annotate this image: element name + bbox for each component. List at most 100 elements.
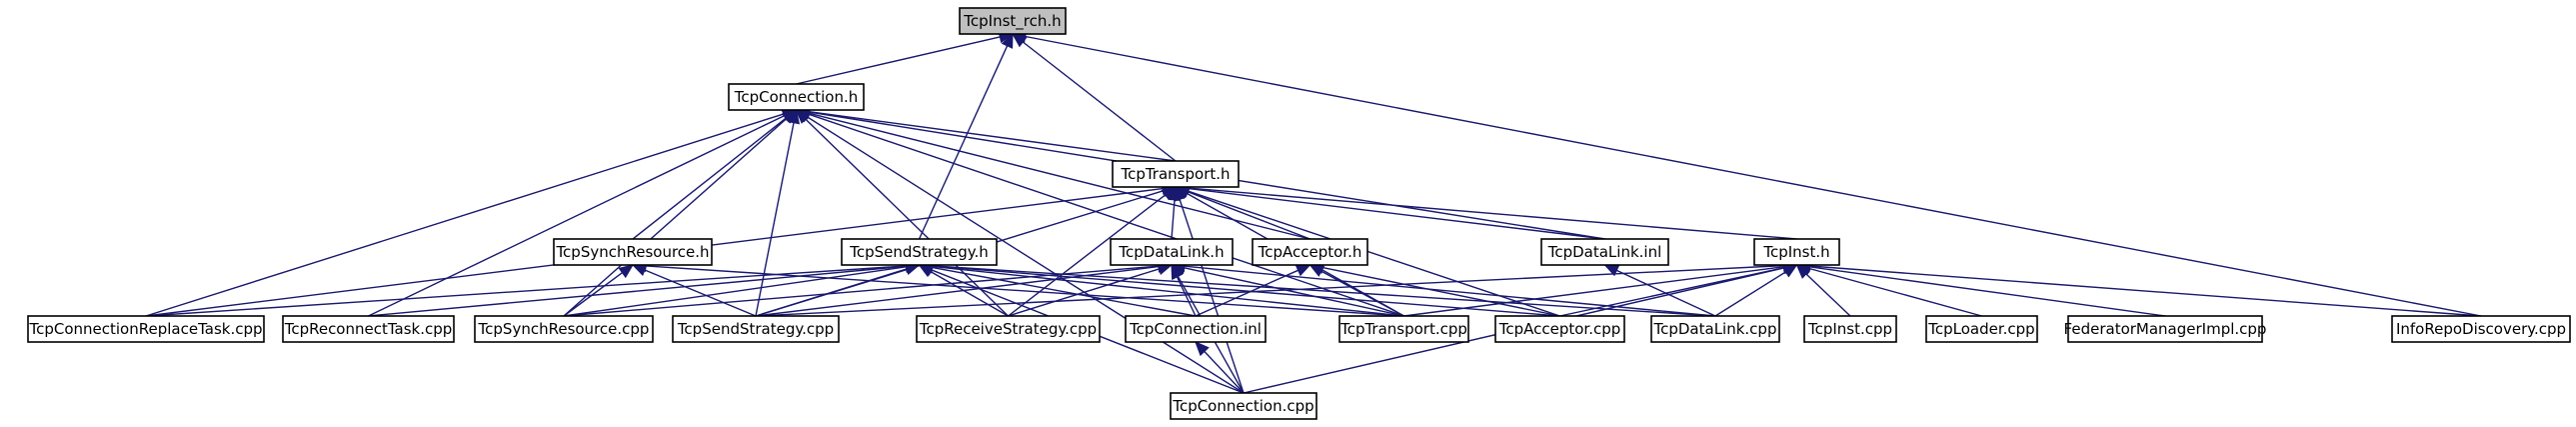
node-inforepodiscovery-cpp[interactable]: InfoRepoDiscovery.cpp bbox=[2391, 315, 2571, 343]
edge-line bbox=[1195, 269, 1298, 317]
dependency-edge bbox=[795, 109, 1245, 394]
node-label: TcpConnection.h bbox=[734, 88, 859, 106]
edge-line bbox=[1188, 187, 1605, 240]
node-tcpconnectionreplacetask-cpp[interactable]: TcpConnectionReplaceTask.cpp bbox=[27, 315, 265, 343]
dependency-edge bbox=[795, 109, 1009, 317]
node-box bbox=[27, 315, 265, 343]
node-box bbox=[1338, 315, 1469, 343]
node-label: TcpSendStrategy.h bbox=[849, 243, 989, 261]
dependency-edge bbox=[563, 109, 798, 317]
edge-line bbox=[1184, 265, 1716, 317]
edge-line bbox=[1808, 267, 1982, 317]
node-tcpacceptor-h[interactable]: TcpAcceptor.h bbox=[1252, 238, 1368, 266]
node-tcpinst-cpp[interactable]: TcpInst.cpp bbox=[1803, 315, 1897, 343]
edge-line bbox=[1008, 268, 1160, 317]
edge-line bbox=[796, 36, 1001, 85]
node-tcptransport-h[interactable]: TcpTransport.h bbox=[1112, 160, 1240, 188]
dependency-edge bbox=[918, 32, 1014, 240]
node-tcpdatalink-h[interactable]: TcpDataLink.h bbox=[1110, 238, 1234, 266]
edge-line bbox=[368, 265, 907, 317]
node-tcpsendstrategy-h[interactable]: TcpSendStrategy.h bbox=[841, 238, 998, 266]
node-box bbox=[1170, 392, 1317, 420]
node-box bbox=[959, 7, 1067, 35]
dependency-edge bbox=[368, 109, 798, 317]
edge-line bbox=[1322, 266, 1560, 317]
node-box bbox=[1252, 238, 1368, 266]
edge-line bbox=[563, 266, 907, 317]
node-box bbox=[1110, 238, 1234, 266]
edge-line bbox=[932, 265, 1560, 317]
node-box bbox=[1112, 160, 1240, 188]
node-federatormanagerimpl-cpp[interactable]: FederatorManagerImpl.cpp bbox=[2064, 315, 2267, 343]
node-box bbox=[841, 238, 998, 266]
node-label: TcpLoader.cpp bbox=[1927, 320, 2034, 338]
edge-line bbox=[755, 268, 908, 317]
node-tcpsynchresource-cpp[interactable]: TcpSynchResource.cpp bbox=[474, 315, 654, 343]
arrow-head bbox=[1294, 264, 1311, 277]
node-tcpsynchresource-h[interactable]: TcpSynchResource.h bbox=[553, 238, 713, 266]
node-tcpdatalink-inl[interactable]: TcpDataLink.inl bbox=[1540, 238, 1669, 266]
edge-line bbox=[918, 45, 1009, 240]
edge-line bbox=[1320, 270, 1404, 317]
node-tcpconnection-cpp[interactable]: TcpConnection.cpp bbox=[1170, 392, 1317, 420]
edge-line bbox=[1809, 265, 2482, 317]
edge-line bbox=[1025, 35, 2482, 317]
node-label: TcpTransport.h bbox=[1120, 165, 1230, 183]
dependency-edge bbox=[1174, 181, 1797, 240]
node-box bbox=[1125, 315, 1267, 343]
edge-line bbox=[1559, 267, 1784, 317]
node-tcptransport-cpp[interactable]: TcpTransport.cpp bbox=[1338, 315, 1469, 343]
node-tcpacceptor-cpp[interactable]: TcpAcceptor.cpp bbox=[1494, 315, 1625, 343]
node-tcpdatalink-cpp[interactable]: TcpDataLink.cpp bbox=[1650, 315, 1780, 343]
dependency-edge bbox=[1195, 341, 1245, 394]
node-tcpreconnecttask-cpp[interactable]: TcpReconnectTask.cpp bbox=[282, 315, 455, 343]
edge-line bbox=[368, 114, 786, 317]
edge-line bbox=[1022, 41, 1177, 162]
nodes-layer: TcpInst_rch.hTcpConnection.hTcpTransport… bbox=[27, 7, 2571, 420]
node-tcpinst-h[interactable]: TcpInst.h bbox=[1753, 238, 1840, 266]
edge-line bbox=[930, 270, 1009, 317]
node-tcpsendstrategy-cpp[interactable]: TcpSendStrategy.cpp bbox=[672, 315, 840, 343]
node-box bbox=[916, 315, 1101, 343]
edge-line bbox=[809, 111, 1177, 162]
dependency-edge bbox=[796, 30, 1015, 85]
node-box bbox=[1925, 315, 2038, 343]
dependency-edge bbox=[795, 105, 1177, 162]
node-label: TcpInst.h bbox=[1762, 243, 1829, 261]
node-tcploader-cpp[interactable]: TcpLoader.cpp bbox=[1925, 315, 2038, 343]
node-label: TcpReceiveStrategy.cpp bbox=[919, 320, 1097, 338]
node-label: TcpAcceptor.cpp bbox=[1498, 320, 1621, 338]
node-tcpconnection-inl[interactable]: TcpConnection.inl bbox=[1125, 315, 1267, 343]
edge-line bbox=[755, 122, 795, 317]
node-box bbox=[474, 315, 654, 343]
node-label: TcpConnection.inl bbox=[1129, 320, 1262, 338]
arrow-head bbox=[1001, 32, 1014, 49]
node-tcpconnection-h[interactable]: TcpConnection.h bbox=[728, 83, 865, 111]
edge-line bbox=[805, 118, 1009, 317]
node-tcpreceivestrategy-cpp[interactable]: TcpReceiveStrategy.cpp bbox=[916, 315, 1101, 343]
dependency-edge bbox=[563, 264, 635, 317]
arrow-head bbox=[1195, 341, 1210, 357]
dependency-edge bbox=[1603, 264, 1716, 317]
node-label: TcpAcceptor.h bbox=[1258, 243, 1362, 261]
dependency-edge bbox=[755, 263, 921, 317]
node-label: TcpSynchResource.h bbox=[555, 243, 709, 261]
edge-line bbox=[632, 117, 787, 240]
node-box bbox=[1494, 315, 1625, 343]
dependency-edge bbox=[1795, 262, 1982, 317]
node-label: TcpDataLink.cpp bbox=[1653, 320, 1777, 338]
node-label: TcpSynchResource.cpp bbox=[478, 320, 650, 338]
node-box bbox=[2391, 315, 2571, 343]
edge-line bbox=[1188, 190, 1560, 317]
node-box bbox=[1753, 238, 1840, 266]
node-box bbox=[553, 238, 713, 266]
edge-line bbox=[1008, 194, 1167, 317]
node-tcpinst-rch-h[interactable]: TcpInst_rch.h bbox=[959, 7, 1067, 35]
node-box bbox=[728, 83, 865, 111]
node-label: TcpConnectionReplaceTask.cpp bbox=[28, 320, 262, 338]
dependency-edge bbox=[1170, 259, 1716, 317]
edge-line bbox=[1187, 191, 1310, 240]
edge-line bbox=[1805, 273, 1851, 317]
edge-line bbox=[1204, 351, 1245, 394]
edge-line bbox=[145, 113, 785, 317]
